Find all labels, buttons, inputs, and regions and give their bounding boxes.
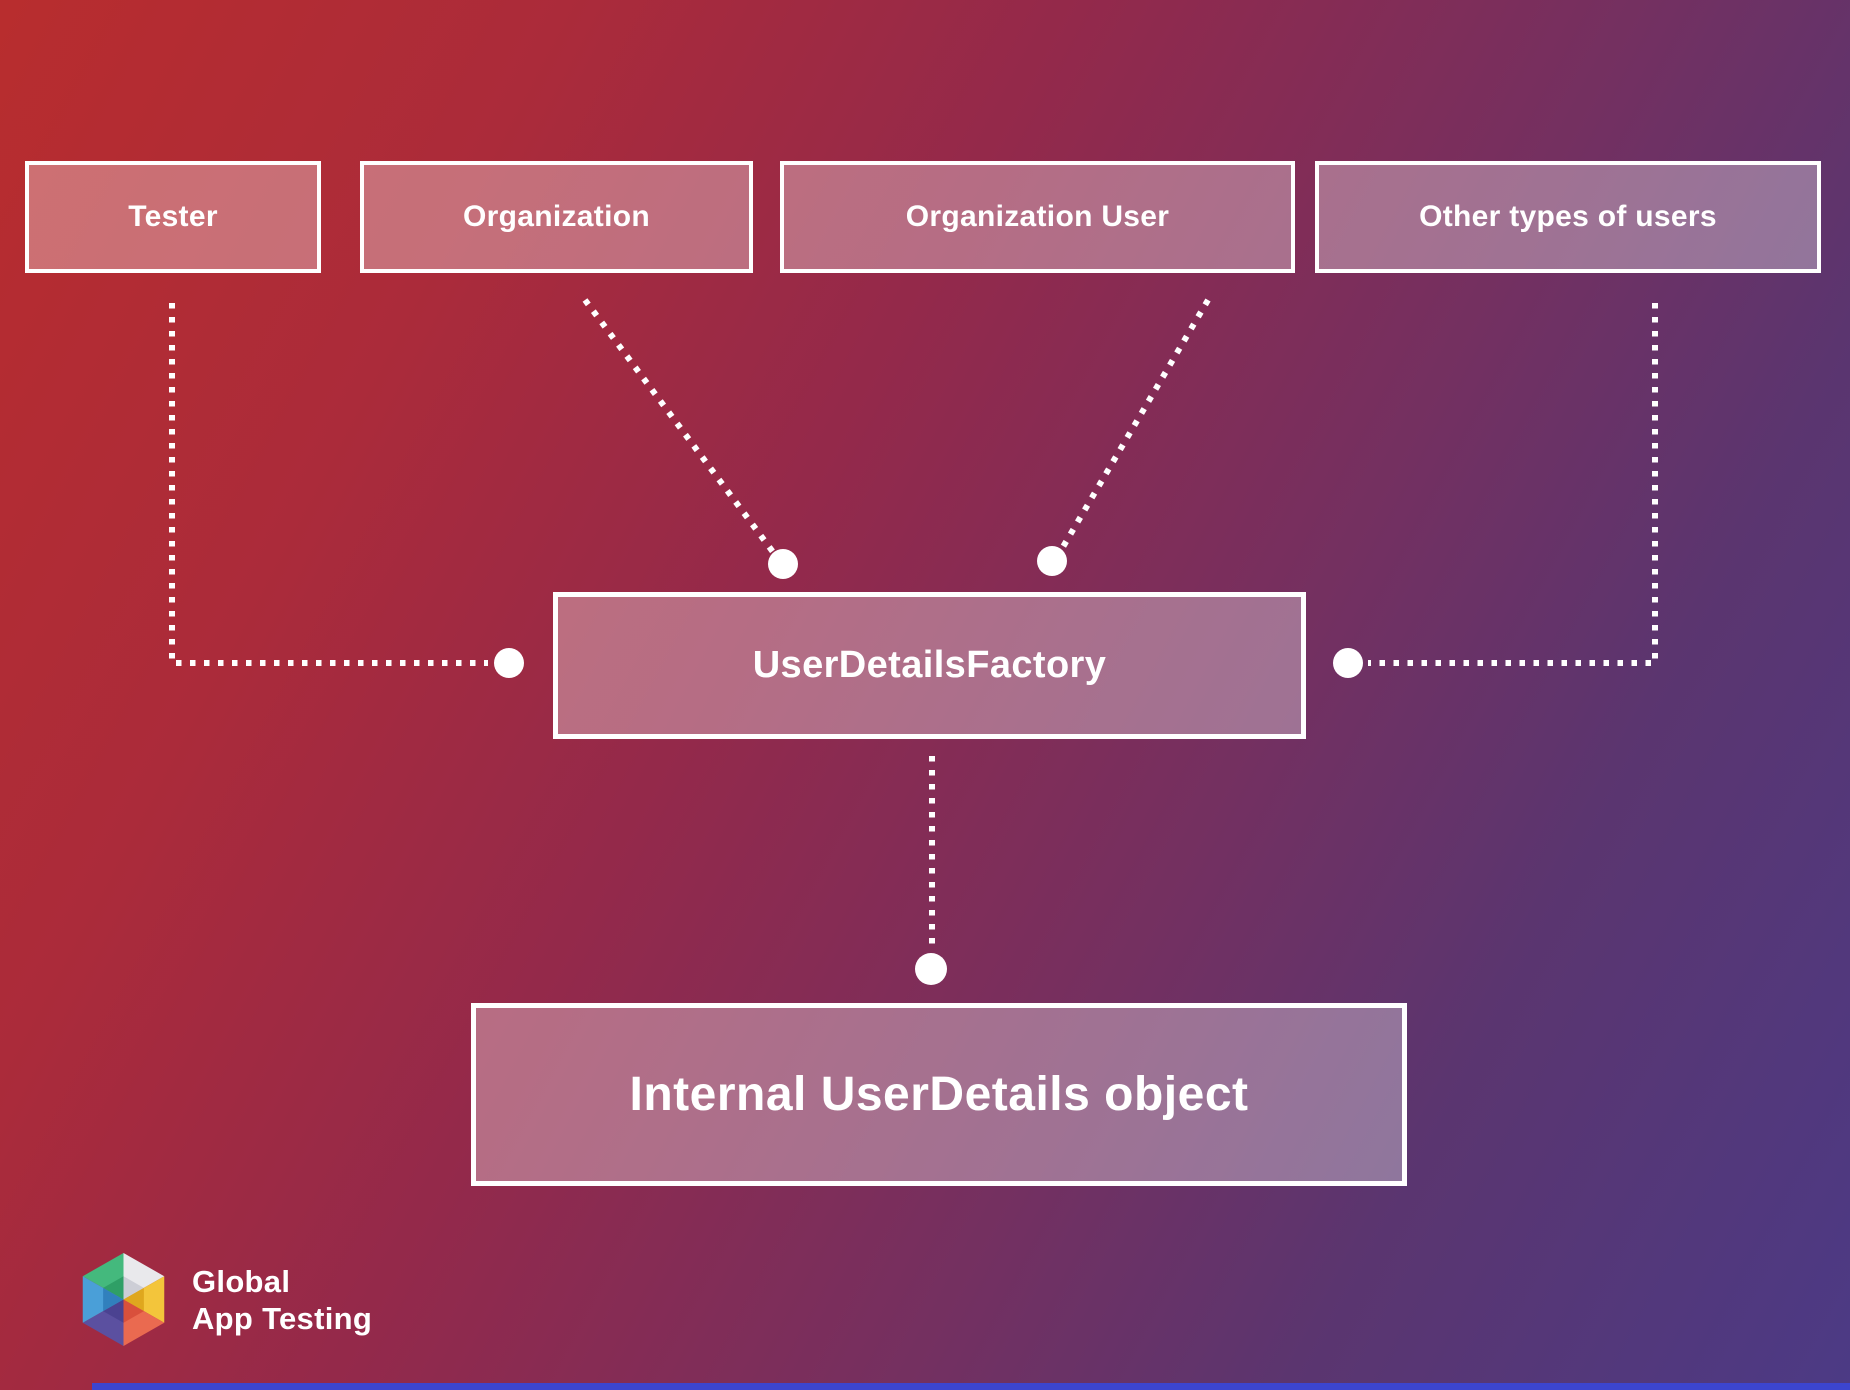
bottom-accent-bar bbox=[92, 1383, 1850, 1390]
node-organization-user-label: Organization User bbox=[905, 200, 1170, 233]
logo-wordmark: Global App Testing bbox=[192, 1263, 372, 1337]
connector-tester-to-factory bbox=[169, 303, 488, 666]
node-tester-label: Tester bbox=[128, 200, 218, 233]
node-other-users-label: Other types of users bbox=[1419, 200, 1717, 233]
endpoint-dot-output bbox=[915, 953, 947, 985]
endpoint-dot-other-users bbox=[1333, 648, 1363, 678]
node-organization-label: Organization bbox=[463, 200, 650, 233]
node-other-users: Other types of users bbox=[1315, 161, 1821, 273]
global-app-testing-logo: Global App Testing bbox=[75, 1251, 372, 1348]
hexagon-cube-logo-icon bbox=[82, 1252, 165, 1347]
endpoint-dot-organization bbox=[768, 549, 798, 579]
node-organization: Organization bbox=[360, 161, 753, 273]
logo-line-1: Global bbox=[192, 1263, 291, 1299]
endpoint-dot-organization-user bbox=[1037, 546, 1067, 576]
connector-organization-user-to-factory bbox=[1057, 298, 1211, 554]
endpoint-dot-tester bbox=[494, 648, 524, 678]
node-internal-user-details-object-label: Internal UserDetails object bbox=[629, 1068, 1249, 1121]
node-organization-user: Organization User bbox=[780, 161, 1295, 273]
node-tester: Tester bbox=[25, 161, 321, 273]
connector-organization-to-factory bbox=[582, 298, 779, 558]
logo-line-2: App Testing bbox=[192, 1300, 373, 1336]
node-user-details-factory: UserDetailsFactory bbox=[553, 592, 1306, 739]
node-internal-user-details-object: Internal UserDetails object bbox=[471, 1003, 1407, 1186]
connector-other-users-to-factory bbox=[1368, 303, 1658, 666]
node-user-details-factory-label: UserDetailsFactory bbox=[752, 644, 1107, 686]
